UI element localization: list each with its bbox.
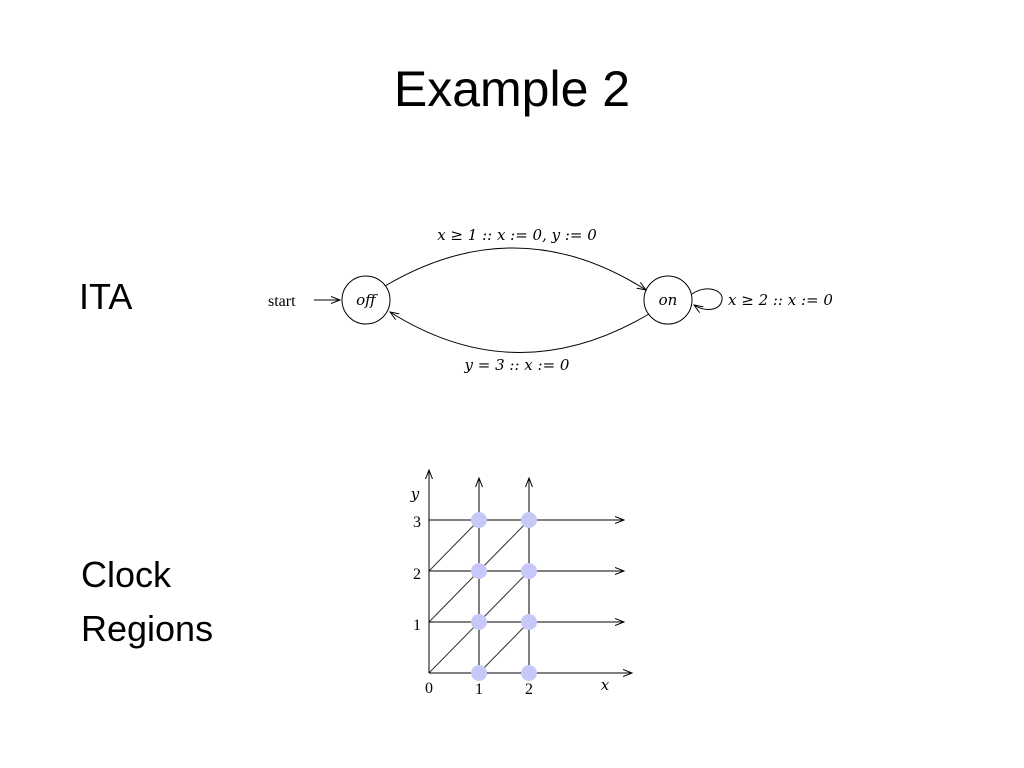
state-on-label: on <box>659 291 678 309</box>
region-corner-points <box>471 512 537 681</box>
plot-labels: y x 0 1 2 1 2 3 <box>410 485 610 698</box>
clock-regions-plot: y x 0 1 2 1 2 3 <box>410 470 632 698</box>
region-corner-point <box>471 614 487 630</box>
ita-label: ITA <box>79 276 133 317</box>
region-corner-point <box>521 563 537 579</box>
edge-on-self-loop <box>691 288 723 310</box>
origin-label: 0 <box>425 680 433 697</box>
region-corner-point <box>521 665 537 681</box>
region-corner-point <box>471 563 487 579</box>
state-on <box>643 275 693 325</box>
x-axis-label: x <box>601 676 610 694</box>
clock-regions-label-line1: Clock <box>81 554 172 595</box>
edge-on-to-off-label: y = 3 :: x := 0 <box>464 356 570 374</box>
edge-on-to-off <box>390 312 650 353</box>
slide-title: Example 2 <box>393 61 631 117</box>
region-diagonal <box>428 519 480 572</box>
edge-on-self-loop-label: x ≥ 2 :: x := 0 <box>728 291 833 309</box>
clock-regions-label: Clock Regions <box>81 548 281 656</box>
y-axis-label: y <box>410 485 420 503</box>
region-corner-point <box>471 665 487 681</box>
region-diagonal <box>478 621 530 674</box>
clock-regions-label-line2: Regions <box>81 608 214 649</box>
region-corner-point <box>471 512 487 528</box>
x-tick-1: 1 <box>475 681 483 698</box>
x-tick-2: 2 <box>525 681 533 698</box>
region-corner-point <box>521 614 537 630</box>
edge-off-to-on-label: x ≥ 1 :: x := 0, y := 0 <box>437 226 597 244</box>
edge-off-to-on <box>384 247 646 290</box>
y-tick-2: 2 <box>413 566 421 583</box>
state-off <box>341 275 391 325</box>
y-tick-3: 3 <box>413 514 421 531</box>
state-off-label: off <box>356 291 378 309</box>
start-label: start <box>268 293 296 310</box>
y-tick-1: 1 <box>413 617 421 634</box>
region-corner-point <box>521 512 537 528</box>
ita-automaton: start off on x ≥ 1 :: x := 0, y := 0 y =… <box>268 226 833 374</box>
